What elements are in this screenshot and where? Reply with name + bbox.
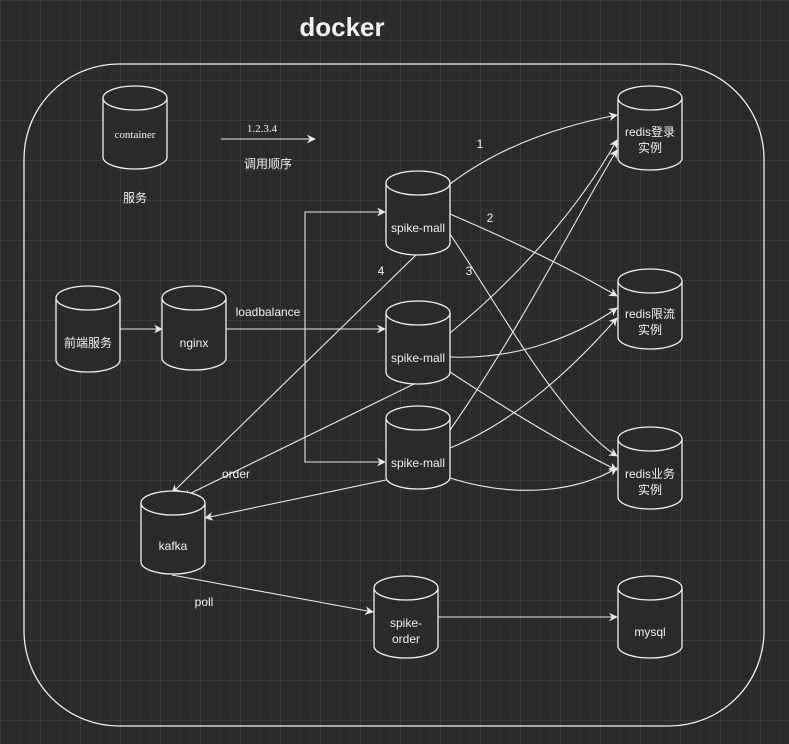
edge-mall2-kafka	[182, 381, 419, 498]
spike-mall-3-label: spike-mall	[391, 456, 445, 470]
legend-container-node: container	[102, 85, 168, 170]
edge-mall2-redis-limit	[449, 307, 618, 358]
spike-mall-node-1: spike-mall	[385, 170, 451, 256]
edge-mall2-redis-business	[449, 371, 618, 471]
spike-mall-node-3: spike-mall	[385, 405, 451, 490]
spike-mall-node-2: spike-mall	[385, 300, 451, 385]
step-2-label: 2	[487, 211, 494, 225]
spike-order-label-1: spike-	[390, 616, 422, 630]
redis-login-node: redis登录 实例	[617, 85, 683, 171]
edge-nginx-mall3	[304, 329, 386, 467]
mysql-label: mysql	[634, 625, 665, 639]
redis-login-label-1: redis登录	[625, 124, 675, 139]
edge-mall1-redis-login	[449, 112, 618, 185]
spike-mall-2-label: spike-mall	[391, 351, 445, 365]
edges	[120, 112, 618, 622]
legend-arrow-label: 1.2.3.4	[247, 123, 278, 135]
legend-container-label: container	[115, 129, 156, 141]
poll-label: poll	[195, 595, 214, 609]
redis-business-node: redis业务 实例	[617, 426, 683, 510]
order-label: order	[222, 467, 250, 481]
frontend-service-node: 前端服务	[55, 285, 121, 373]
kafka-label: kafka	[159, 539, 188, 553]
edge-nginx-mall1	[304, 207, 386, 329]
edge-mall3-kafka	[204, 479, 387, 521]
frontend-label: 前端服务	[64, 335, 112, 350]
nginx-label: nginx	[180, 336, 209, 350]
step-3-label: 3	[466, 264, 473, 278]
labels: 服务 1.2.3.4 调用顺序 loadbalance 1 2 3 4 orde…	[123, 123, 494, 609]
loadbalance-label: loadbalance	[236, 305, 301, 319]
redis-limit-node: redis限流 实例	[617, 268, 683, 350]
edge-kafka-order	[171, 574, 374, 615]
edge-mall3-redis-login	[449, 149, 618, 431]
spike-order-label-2: order	[392, 632, 420, 646]
mysql-node: mysql	[617, 575, 683, 659]
kafka-node: kafka	[140, 490, 206, 575]
nodes: container 前端服务 nginx spike-mall spike-ma…	[55, 85, 683, 659]
legend-service-label: 服务	[123, 190, 147, 205]
edge-mall1-redis-limit	[449, 213, 618, 297]
step-4-label: 4	[378, 264, 385, 278]
redis-login-label-2: 实例	[638, 140, 662, 155]
edge-mall1-redis-business	[449, 233, 618, 457]
edge-mall1-kafka	[171, 252, 419, 494]
edge-mall3-redis-business	[449, 467, 618, 491]
step-1-label: 1	[477, 137, 484, 151]
redis-business-label-1: redis业务	[625, 466, 675, 481]
redis-limit-label-1: redis限流	[625, 307, 675, 321]
edge-mall2-redis-login	[449, 139, 618, 334]
redis-business-label-2: 实例	[638, 482, 662, 497]
nginx-node: nginx	[161, 285, 227, 371]
redis-limit-label-2: 实例	[638, 322, 662, 337]
docker-boundary	[23, 63, 765, 727]
legend-arrow-caption: 调用顺序	[244, 156, 292, 171]
spike-order-node: spike- order	[373, 575, 439, 659]
diagram-title: docker	[299, 12, 384, 42]
spike-mall-1-label: spike-mall	[391, 221, 445, 235]
edge-mall3-redis-limit	[449, 317, 618, 449]
